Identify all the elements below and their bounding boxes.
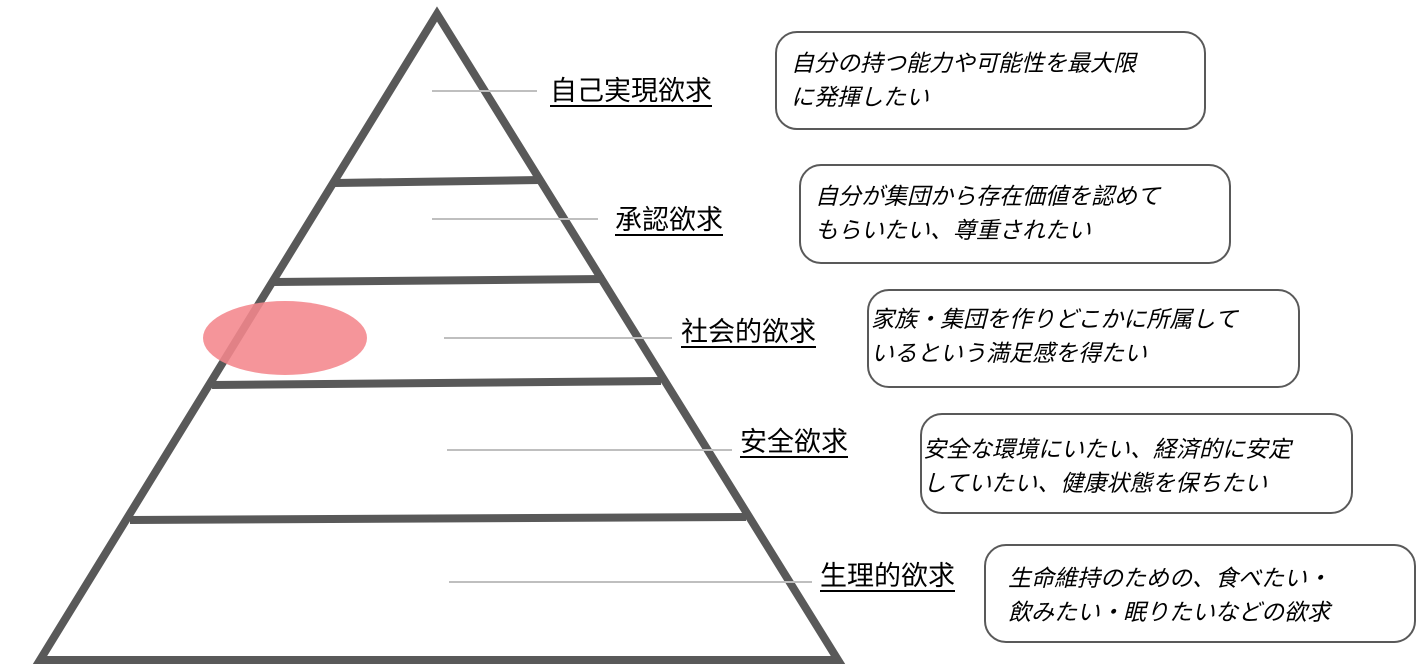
description-line: 安全な環境にいたい、経済的に安定 [923, 437, 1291, 463]
description-box-safety: 安全な環境にいたい、経済的に安定 していたい、健康状態を保ちたい [920, 413, 1353, 514]
highlight-ellipse [203, 301, 367, 375]
description-line: 自分の持つ能力や可能性を最大限 [791, 51, 1136, 77]
description-line: 自分が集団から存在価値を認めて [815, 184, 1160, 210]
description-line: に発揮したい [791, 85, 929, 111]
level-label-physiological: 生理的欲求 [820, 561, 955, 592]
description-line: 生命維持のための、食べたい・ [1008, 566, 1330, 592]
level-label-self-actualization: 自己実現欲求 [550, 76, 712, 107]
description-line: 飲みたい・眠りたいなどの欲求 [1008, 600, 1330, 626]
description-box-social: 家族・集団を作りどこかに所属して いるという満足感を得たい [867, 289, 1300, 388]
pyramid-divider [273, 275, 605, 286]
description-line: していたい、健康状態を保ちたい [923, 471, 1268, 497]
description-box-esteem: 自分が集団から存在価値を認めて もらいたい、尊重されたい [799, 164, 1231, 264]
description-box-self-actualization: 自分の持つ能力や可能性を最大限 に発揮したい [775, 31, 1206, 130]
description-line: もらいたい、尊重されたい [815, 218, 1091, 244]
description-box-physiological: 生命維持のための、食べたい・ 飲みたい・眠りたいなどの欲求 [984, 544, 1416, 643]
level-label-esteem: 承認欲求 [615, 205, 723, 236]
pyramid-divider [211, 377, 662, 389]
pyramid-divider [334, 176, 541, 187]
level-label-safety: 安全欲求 [740, 427, 848, 458]
pyramid-divider [129, 513, 747, 524]
description-line: 家族・集団を作りどこかに所属して [871, 307, 1238, 333]
description-line: いるという満足感を得たい [871, 341, 1147, 367]
level-label-social: 社会的欲求 [681, 317, 816, 348]
